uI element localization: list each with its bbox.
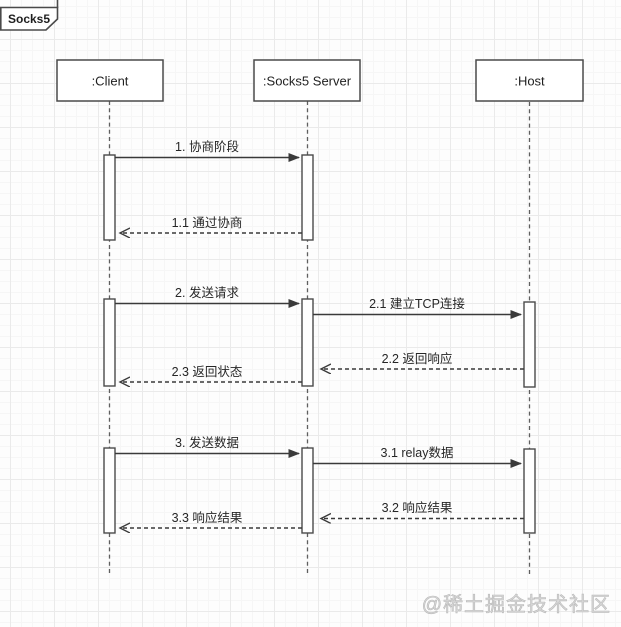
activation-bar-host-2	[523, 301, 536, 388]
message-2-3: 2.3 返回状态	[120, 365, 302, 382]
activation-bar-server-2	[301, 298, 314, 387]
message-label: 2. 发送请求	[175, 285, 239, 300]
activation-bar-client-2	[103, 298, 116, 387]
message-label: 1.1 通过协商	[172, 215, 243, 230]
activation-bar-client-3	[103, 447, 116, 534]
participant-host: :Host	[475, 59, 584, 102]
message-3-2: 3.2 响应结果	[321, 500, 524, 519]
message-label: 2.2 返回响应	[382, 351, 453, 366]
message-2: 2. 发送请求	[115, 285, 300, 308]
message-label: 3.3 响应结果	[172, 510, 243, 525]
message-1: 1. 协商阶段	[115, 139, 300, 162]
message-label: 1. 协商阶段	[175, 139, 239, 154]
participant-label: :Client	[92, 74, 129, 89]
message-3: 3. 发送数据	[115, 435, 300, 458]
participant-label: :Socks5 Server	[263, 74, 352, 89]
frame-title: Socks5	[8, 12, 50, 26]
activation-bar-server-3	[301, 447, 314, 534]
message-label: 2.3 返回状态	[172, 365, 243, 379]
message-1-1: 1.1 通过协商	[120, 215, 302, 233]
message-label: 2.1 建立TCP连接	[369, 296, 465, 311]
participant-box	[253, 59, 361, 102]
activation-bar-host-3	[523, 448, 536, 534]
watermark-text: @稀土掘金技术社区	[422, 593, 611, 616]
participant-label: :Host	[514, 74, 545, 89]
message-label: 3. 发送数据	[175, 435, 239, 450]
activation-bar-server-1	[301, 154, 314, 241]
message-3-1: 3.1 relay数据	[313, 445, 522, 468]
message-label: 3.1 relay数据	[381, 445, 454, 460]
message-2-2: 2.2 返回响应	[321, 351, 524, 369]
participant-client: :Client	[56, 59, 164, 102]
frame-pentagon	[0, 6, 59, 31]
message-2-1: 2.1 建立TCP连接	[313, 296, 522, 319]
participant-box	[475, 59, 584, 102]
message-label: 3.2 响应结果	[382, 500, 453, 515]
participant-box	[56, 59, 164, 102]
frame-label: Socks5	[0, 0, 59, 31]
message-3-3: 3.3 响应结果	[120, 510, 302, 528]
activation-bar-client-1	[103, 154, 116, 241]
participant-socks5-server: :Socks5 Server	[253, 59, 361, 102]
